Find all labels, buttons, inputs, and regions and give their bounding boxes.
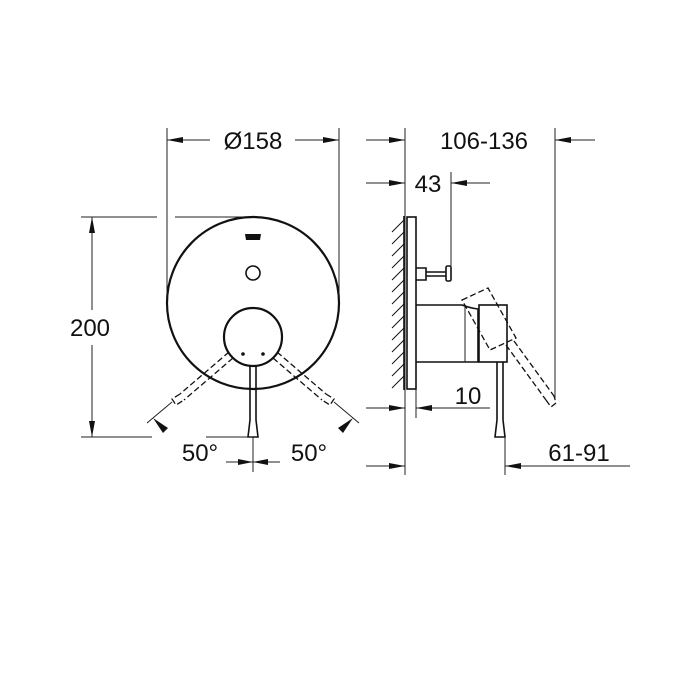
depth-range-label: 106-136 <box>440 128 528 155</box>
depth-dimension: 106-136 <box>366 128 595 475</box>
wall-hatching <box>391 219 405 389</box>
diverter-knob <box>416 267 427 281</box>
lever-handle <box>247 366 259 438</box>
angle-left-label: 50° <box>182 440 218 467</box>
plate-profile <box>406 216 417 390</box>
rosette-plate <box>165 215 341 391</box>
diameter-label: Ø158 <box>224 128 283 155</box>
front-view: Ø158 200 <box>70 128 360 472</box>
diameter-dimension: Ø158 <box>166 128 340 300</box>
side-view: 106-136 43 10 61-91 <box>366 128 630 475</box>
logo-mark-icon <box>245 234 261 240</box>
plate-dimension: 10 <box>366 383 490 418</box>
lever-hub <box>222 306 284 368</box>
lever-rotation-left <box>146 351 234 424</box>
stem-label: 43 <box>415 171 442 198</box>
lever-range-dimension: 61-91 <box>366 437 630 475</box>
plate-label: 10 <box>455 383 482 410</box>
height-dimension: 200 <box>70 216 253 438</box>
lever-side <box>494 362 506 438</box>
lever-hub-side <box>478 304 508 363</box>
height-label: 200 <box>70 315 110 342</box>
lever-range-label: 61-91 <box>548 440 609 467</box>
diverter-button <box>245 265 261 281</box>
stem-dimension: 43 <box>366 171 490 268</box>
lever-rotation-right <box>272 351 360 424</box>
cartridge-body <box>416 304 479 363</box>
angle-right-label: 50° <box>291 440 327 467</box>
